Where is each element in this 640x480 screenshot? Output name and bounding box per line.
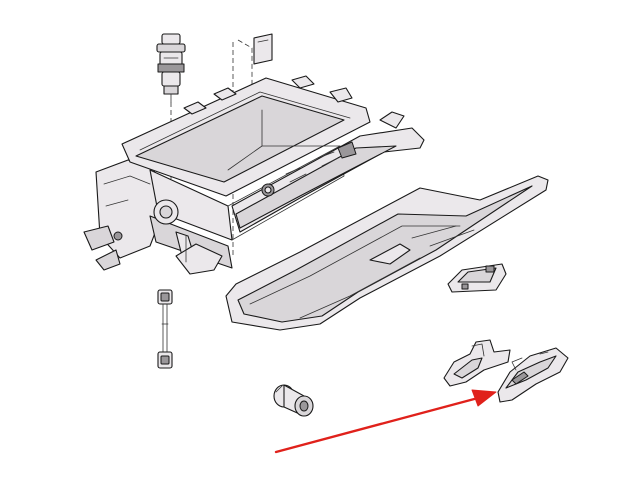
glovebox-lid	[225, 175, 549, 331]
cover-clip	[253, 33, 273, 65]
lock-cylinder	[273, 384, 314, 417]
handle-trim	[497, 347, 569, 403]
support-strap	[157, 289, 173, 369]
lock-catch	[443, 339, 511, 387]
latch-bracket	[447, 263, 507, 293]
highlight-arrow	[274, 389, 497, 454]
glovebox-housing	[83, 75, 425, 275]
clip-leader-line	[237, 39, 253, 92]
damper-cylinder	[156, 33, 186, 103]
